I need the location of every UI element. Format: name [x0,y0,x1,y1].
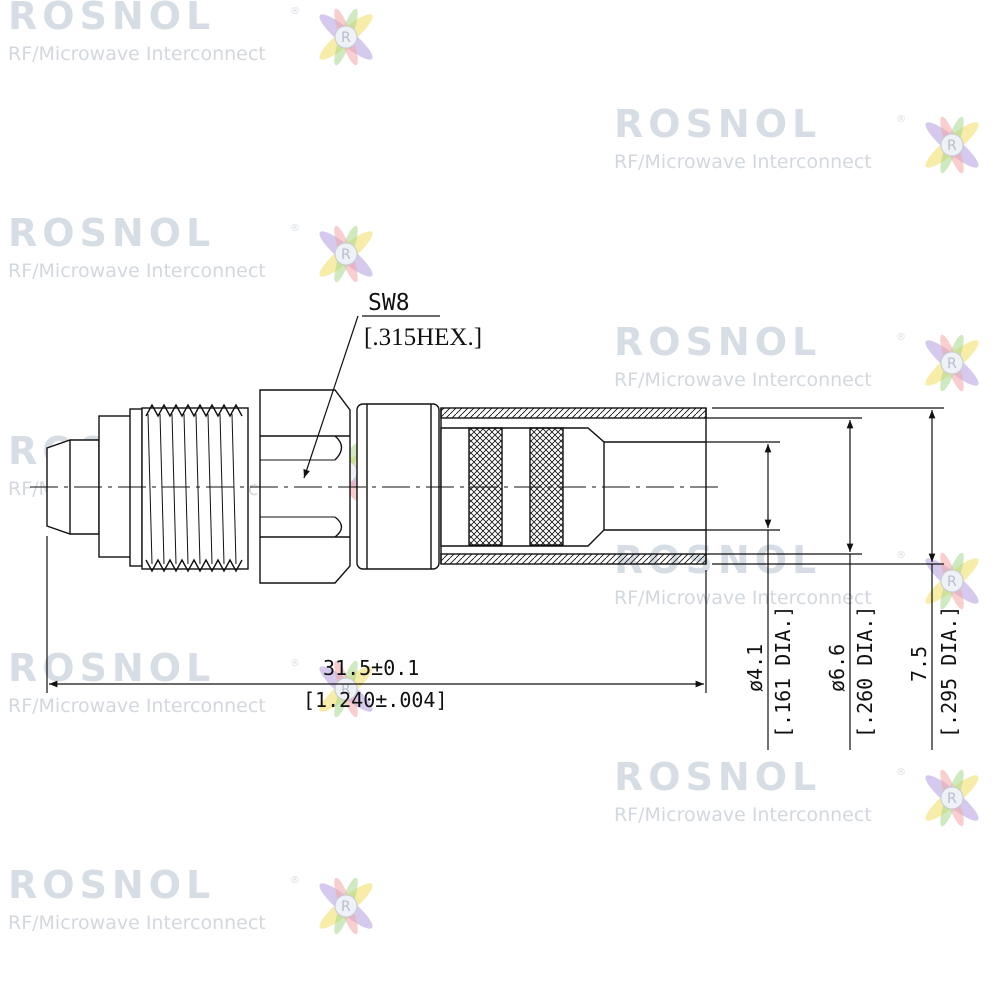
watermark: ROSNOL ® RF/Microwave Interconnect R [606,102,986,178]
watermark-registered-mark: ® [290,658,300,669]
watermark-tagline: RF/Microwave Interconnect [614,151,872,173]
watermark: ROSNOL ® RF/Microwave Interconnect R [606,755,986,831]
watermark: ROSNOL ® RF/Microwave Interconnect R [606,538,986,614]
watermark-registered-mark: ® [896,550,906,561]
rosnol-star-logo-icon: R [319,225,373,283]
rosnol-star-logo-icon: R [925,116,979,174]
watermark-brand: ROSNOL [614,320,822,364]
dia-1-inch: [.161 DIA.] [771,606,795,738]
hex-callout-leader [303,315,440,479]
diameter-dimensions [706,407,944,750]
watermark-registered-mark: ® [896,114,906,125]
watermark-registered-mark: ® [290,6,300,17]
length-dimension [46,536,707,693]
watermark-tagline: RF/Microwave Interconnect [614,804,872,826]
length-dimension-metric: 31.5±0.1 [323,656,419,680]
watermark-tagline: RF/Microwave Interconnect [614,587,872,609]
watermark-registered-mark: ® [290,223,300,234]
watermark: ROSNOL ® RF/Microwave Interconnect R [0,0,380,70]
rosnol-star-logo-icon: R [925,769,979,827]
svg-text:R: R [341,30,351,46]
dia-3-inch: [.295 DIA.] [937,606,961,738]
watermark: ROSNOL ® RF/Microwave Interconnect R [0,863,380,939]
rosnol-star-logo-icon: R [319,877,373,935]
watermark-tagline: RF/Microwave Interconnect [614,369,872,391]
watermark-brand: ROSNOL [8,0,216,38]
rosnol-star-logo-icon: R [925,552,979,610]
threaded-section [141,407,249,570]
dia-3-metric: 7.5 [907,646,931,682]
thread-crests-bottom [145,558,243,573]
watermark-registered-mark: ® [896,767,906,778]
svg-text:R: R [341,247,351,263]
svg-text:R: R [947,138,957,154]
watermark: ROSNOL ® RF/Microwave Interconnect R [0,211,380,287]
dia-2-inch: [.260 DIA.] [853,606,877,738]
length-dimension-inch: [1.240±.004] [303,688,448,712]
svg-text:R: R [341,899,351,915]
thread-crests-top [145,403,243,418]
hex-size-label: SW8 [368,290,410,316]
watermark-tagline: RF/Microwave Interconnect [8,695,266,717]
watermark-brand: ROSNOL [614,102,822,146]
svg-text:R: R [947,574,957,590]
watermark-brand: ROSNOL [8,863,216,907]
watermark: ROSNOL ® RF/Microwave Interconnect R [606,320,986,396]
watermark-registered-mark: ® [896,332,906,343]
watermark-tagline: RF/Microwave Interconnect [8,43,266,65]
watermark-brand: ROSNOL [614,755,822,799]
watermark-brand: ROSNOL [8,211,216,255]
dia-2-metric: ø6.6 [825,644,849,692]
svg-text:R: R [341,682,351,698]
svg-text:R: R [947,356,957,372]
hex-size-inch-label: [.315HEX.] [364,324,482,351]
watermark-tagline: RF/Microwave Interconnect [8,260,266,282]
cable-jacket-top [440,407,707,419]
watermark-tagline: RF/Microwave Interconnect [8,912,266,934]
cable-jacket-bottom [440,553,707,565]
svg-text:R: R [947,791,957,807]
rosnol-star-logo-icon: R [925,334,979,392]
rosnol-star-logo-icon: R [319,8,373,66]
dia-1-metric: ø4.1 [743,644,767,692]
watermark-registered-mark: ® [290,875,300,886]
